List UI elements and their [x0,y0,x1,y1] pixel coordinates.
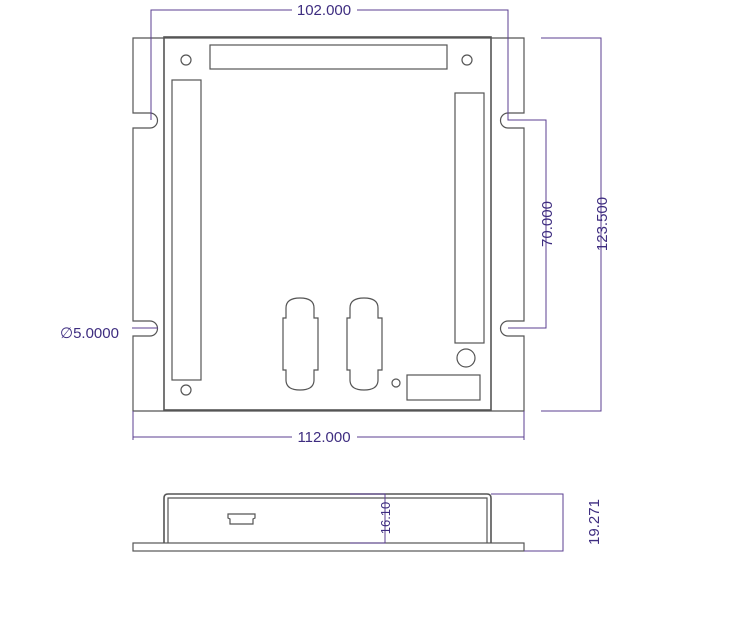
right-connector [454,92,485,344]
dim-hole-spacing-width: 102.000 [297,2,351,19]
mount-hole [461,54,473,66]
left-connector [171,79,202,381]
enclosure-side [163,493,492,543]
large-hole [456,348,476,368]
dim-hole-diameter: ∅5.0000 [60,325,119,342]
side-view: 16.10 19.271 [132,493,603,552]
dim-total-height: 19.271 [586,499,603,545]
enclosure-body [163,36,492,411]
top-view [132,36,525,412]
dimensions: 102.000 112.000 70.000 123.500 ∅5.0000 [60,2,611,446]
top-connector [209,44,448,70]
small-hole [391,378,401,388]
mount-hole [180,54,192,66]
mounting-plate-outline [132,37,525,412]
dim-plate-height: 123.500 [594,197,611,251]
db-connector [346,297,383,391]
dim-plate-width: 112.000 [297,429,350,446]
dim-hole-spacing-height: 70.000 [539,201,556,247]
base-plate [132,542,525,552]
bottom-connector [406,374,481,401]
dim-box-height: 16.10 [378,502,393,535]
db-connector [282,297,319,391]
usb-port [227,513,256,525]
mount-hole [180,384,192,396]
